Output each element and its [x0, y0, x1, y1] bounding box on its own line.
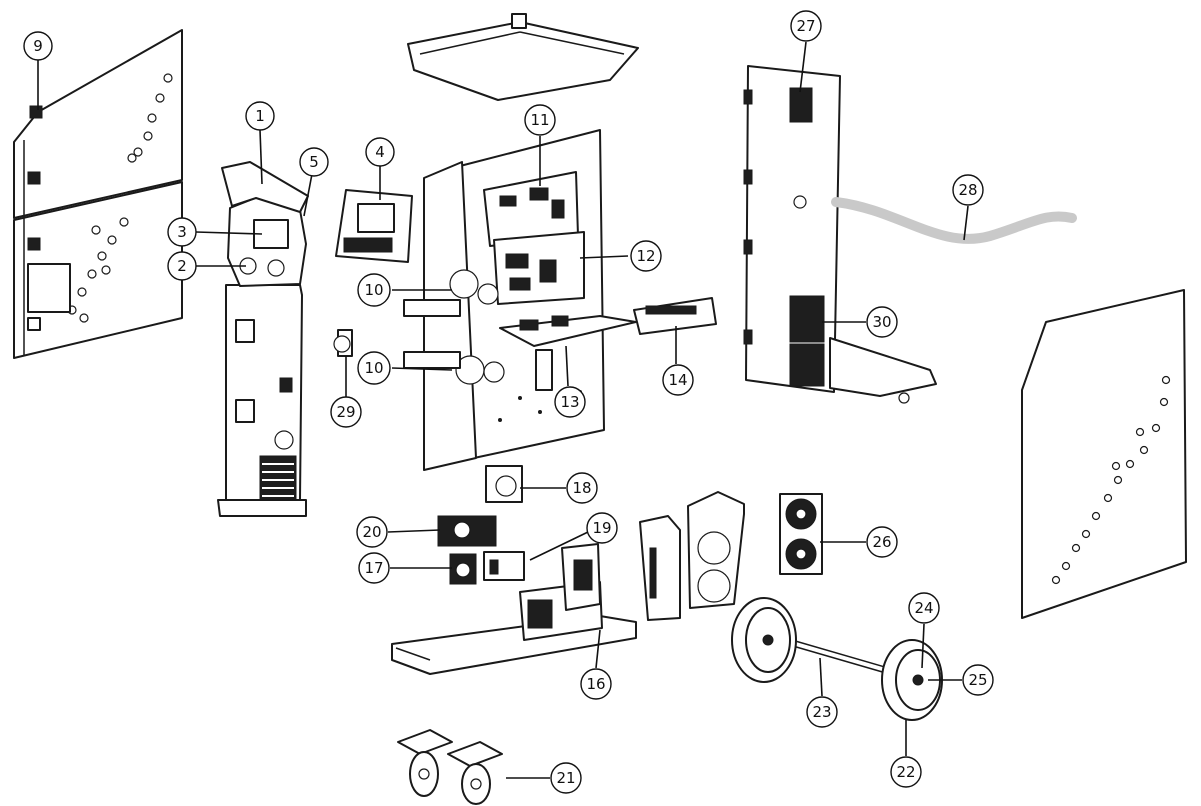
callout-label: 12	[636, 247, 655, 265]
callout-label: 20	[362, 523, 381, 541]
wheel-axle-assembly	[731, 597, 943, 721]
callout-29: 29	[330, 396, 362, 428]
callout-28: 28	[952, 174, 984, 206]
power-cable	[831, 197, 1077, 244]
callout-label: 10	[364, 281, 383, 299]
callout-20: 20	[356, 516, 388, 548]
callout-17: 17	[358, 552, 390, 584]
base-tray	[391, 543, 637, 675]
callout-2: 2	[167, 251, 197, 281]
callout-label: 28	[958, 181, 977, 199]
callout-label: 17	[364, 559, 383, 577]
callout-label: 24	[914, 599, 933, 617]
callout-label: 29	[336, 403, 355, 421]
callout-label: 11	[530, 111, 549, 129]
callout-30: 30	[866, 306, 898, 338]
left-side-panel	[13, 29, 183, 359]
front-panel	[217, 161, 309, 517]
callout-label: 25	[968, 671, 987, 689]
callout-label: 9	[33, 37, 43, 55]
callout-label: 30	[872, 313, 891, 331]
part-17	[449, 553, 477, 585]
callout-label: 1	[255, 107, 265, 125]
display-module	[335, 189, 413, 263]
callout-13: 13	[554, 386, 586, 418]
callout-label: 27	[796, 17, 815, 35]
callout-label: 16	[586, 675, 605, 693]
leader-lines	[37, 41, 969, 779]
fan-unit	[779, 493, 823, 575]
callout-label: 4	[375, 143, 385, 161]
callout-9: 9	[23, 31, 53, 61]
callout-21: 21	[550, 762, 582, 794]
callout-18: 18	[566, 472, 598, 504]
callout-25: 25	[962, 664, 994, 696]
callout-24: 24	[908, 592, 940, 624]
callout-label: 21	[556, 769, 575, 787]
callout-label: 23	[812, 703, 831, 721]
callout-16: 16	[580, 668, 612, 700]
callout-label: 19	[592, 519, 611, 537]
callout-23: 23	[806, 696, 838, 728]
callout-22: 22	[890, 756, 922, 788]
callout-label: 22	[896, 763, 915, 781]
callout-label: 10	[364, 359, 383, 377]
panel-box	[27, 263, 71, 313]
rear-panel	[743, 65, 937, 404]
panel-clip	[27, 237, 41, 251]
panel-clip	[27, 171, 41, 185]
panel-holes	[67, 73, 173, 323]
callout-3: 3	[167, 217, 197, 247]
callout-label: 3	[177, 223, 187, 241]
right-side-panel	[1021, 289, 1187, 619]
top-cover	[407, 13, 639, 101]
bracket-left	[639, 515, 681, 621]
callout-label: 18	[572, 479, 591, 497]
bracket-right	[687, 491, 745, 609]
panel-clip	[29, 105, 43, 119]
callout-27: 27	[790, 10, 822, 42]
callout-12: 12	[630, 240, 662, 272]
callout-label: 5	[309, 153, 319, 171]
caster-wheels	[397, 729, 503, 805]
callout-label: 2	[177, 257, 187, 275]
callout-19: 19	[586, 512, 618, 544]
callout-5: 5	[299, 147, 329, 177]
callout-1: 1	[245, 101, 275, 131]
callout-10-lower: 10	[357, 351, 391, 385]
callouts: 9 1 4 5 3 2 10 10	[23, 10, 994, 794]
callout-26: 26	[866, 526, 898, 558]
panel-holes	[1051, 375, 1171, 585]
callout-label: 14	[668, 371, 687, 389]
callout-label: 13	[560, 393, 579, 411]
part-19	[483, 551, 525, 581]
board-14	[633, 297, 717, 335]
center-chassis	[403, 129, 637, 471]
callout-4: 4	[365, 137, 395, 167]
connector-part	[333, 329, 353, 357]
callout-10-upper: 10	[357, 273, 391, 307]
callout-11: 11	[524, 104, 556, 136]
fan-housing	[485, 465, 523, 503]
callout-14: 14	[662, 364, 694, 396]
motor-20	[437, 515, 497, 547]
callout-label: 26	[872, 533, 891, 551]
